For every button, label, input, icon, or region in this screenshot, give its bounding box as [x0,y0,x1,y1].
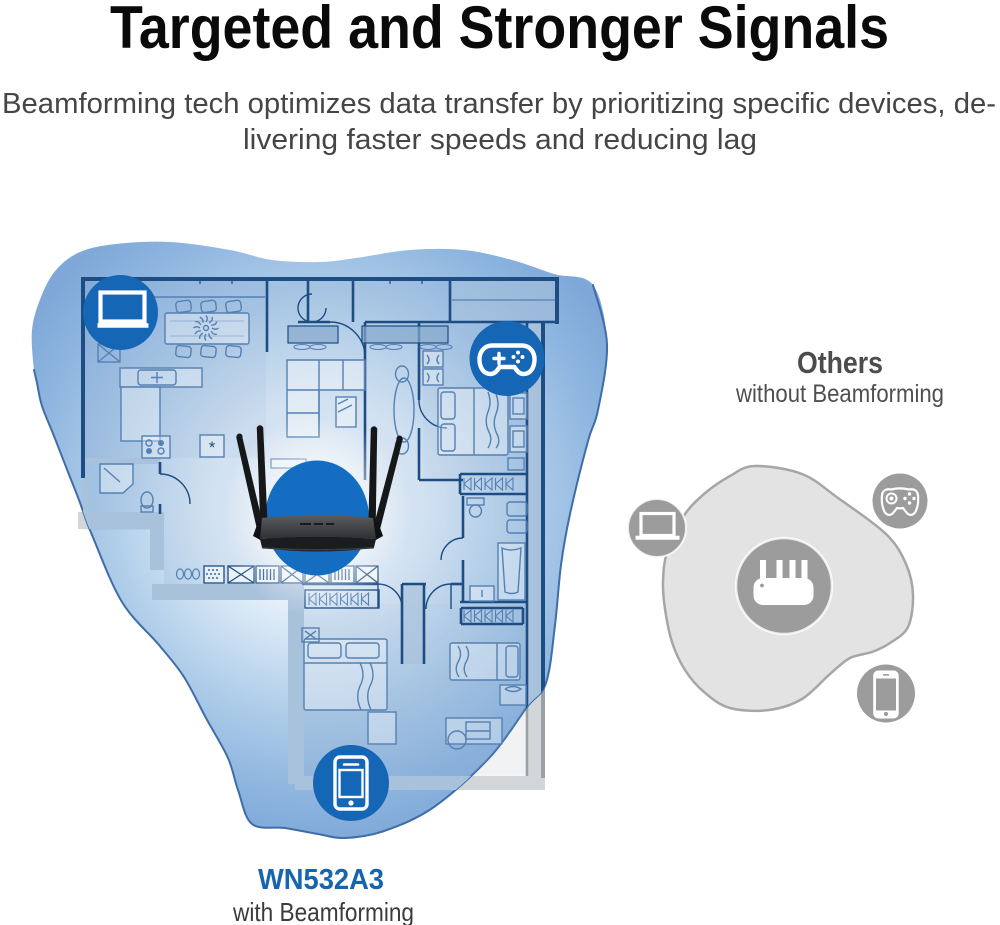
svg-text:Targeted and Stronger Signals: Targeted and Stronger Signals [110,0,889,61]
svg-text:WN532A3: WN532A3 [258,864,384,896]
svg-text:with Beamforming: with Beamforming [232,897,414,925]
svg-text:livering faster speeds and red: livering faster speeds and reducing lag [243,124,757,156]
svg-text:without Beamforming: without Beamforming [735,380,944,408]
svg-text:Others: Others [797,345,883,380]
svg-text:Beamforming tech optimizes dat: Beamforming tech optimizes data transfer… [2,88,996,120]
